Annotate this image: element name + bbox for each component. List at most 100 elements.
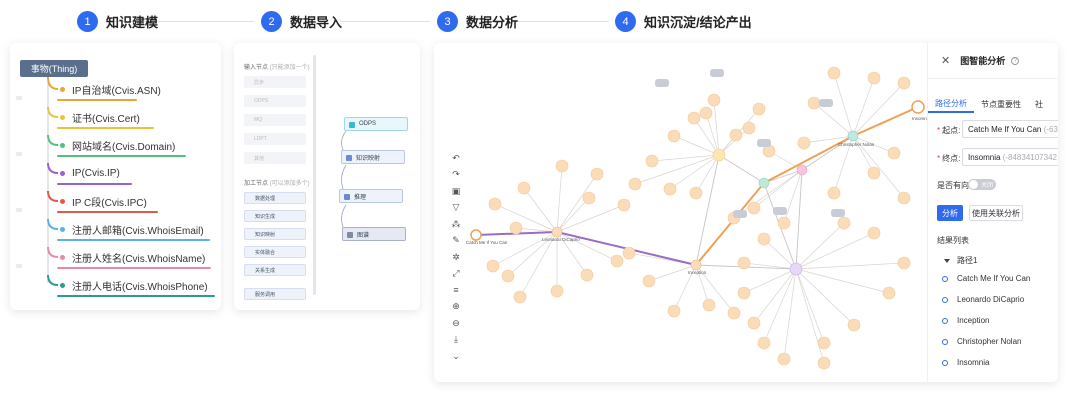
graph-edge [718, 154, 765, 184]
graph-node [667, 129, 681, 143]
graph-edge [833, 135, 854, 194]
graph-edge [795, 268, 825, 364]
step-4[interactable]: 4 知识沉淀/结论产出 [615, 11, 752, 32]
graph-node-catch [470, 229, 482, 241]
zoom-in-icon[interactable]: ⊕ [452, 301, 460, 311]
result-node-item[interactable]: Leonardo DiCaprio [942, 295, 1024, 304]
filter-icon[interactable]: ▽ [452, 202, 460, 212]
graph-node [501, 269, 515, 283]
graph-count-badge [773, 207, 787, 215]
input-node-odps[interactable]: ODPS [244, 95, 306, 107]
step-2[interactable]: 2 数据导入 [261, 11, 342, 32]
end-node-input[interactable]: Insomnia (-84834107342 [962, 148, 1058, 166]
step-connector [514, 21, 609, 22]
graph-edge [494, 203, 558, 233]
process-node-fuse[interactable]: 实体融合 [244, 246, 306, 258]
step-3[interactable]: 3 数据分析 [437, 11, 518, 32]
input-node-other[interactable]: 其他 [244, 152, 306, 164]
highlight-path-edge [695, 106, 919, 266]
analyze-button[interactable]: 分析 [937, 205, 963, 221]
tree-node[interactable]: IP C段(Cvis.IPC) [56, 190, 147, 212]
path-group[interactable]: 路径1 [944, 255, 977, 266]
input-node-ldpt[interactable]: LDPT [244, 133, 306, 145]
layout-icon[interactable]: ▣ [451, 185, 461, 196]
tree-node[interactable]: 注册人姓名(Cvis.WhoisName) [56, 246, 205, 268]
tree-node[interactable]: 证书(Cvis.Cert) [56, 106, 140, 128]
process-node-service[interactable]: 服务调用 [244, 288, 306, 300]
tree-node[interactable]: IP自治域(Cvis.ASN) [56, 78, 161, 100]
flow-node-odps[interactable]: ODPS [344, 117, 408, 131]
tree-root-node[interactable]: 事物(Thing) [20, 60, 88, 77]
tree-branch [47, 76, 59, 90]
graph-edge [813, 102, 854, 137]
process-node-rel[interactable]: 关系生成 [244, 264, 306, 276]
directed-toggle[interactable]: 关闭 [968, 179, 996, 190]
graph-node [727, 306, 741, 320]
graph-node [663, 182, 677, 196]
graph-node [757, 336, 771, 350]
flow-node-label: 图谱 [357, 232, 370, 239]
analysis-tabs: 路径分析 节点重要性 社 [928, 95, 1058, 113]
collapse-icon[interactable]: ⌄ [452, 350, 460, 361]
graph-node [517, 181, 531, 195]
zoom-out-icon[interactable]: ⊖ [452, 317, 460, 328]
result-node-item[interactable]: Insomnia [942, 358, 989, 367]
start-node-input[interactable]: Catch Me If You Can (-63 [962, 120, 1058, 138]
graph-edge [695, 154, 720, 194]
download-icon[interactable]: ⤓ [454, 334, 458, 344]
start-label: *起点: [937, 126, 961, 135]
process-node-gen[interactable]: 知识生成 [244, 210, 306, 222]
palette-divider[interactable] [313, 55, 316, 295]
result-node-item[interactable]: Catch Me If You Can [942, 274, 1030, 283]
expand-icon[interactable]: ⤢ [452, 268, 460, 278]
result-node-label: Christopher Nolan [957, 337, 1022, 346]
graph-edge [556, 204, 625, 233]
tab-path-analysis[interactable]: 路径分析 [928, 95, 974, 113]
result-node-item[interactable]: Inception [942, 316, 989, 325]
result-node-item[interactable]: Christopher Nolan [942, 337, 1021, 346]
graph-node [847, 318, 861, 332]
tree-node-label: 证书(Cvis.Cert) [72, 113, 140, 125]
close-icon[interactable]: ✕ [941, 55, 951, 67]
layers-icon[interactable]: ≡ [453, 285, 459, 295]
graph-node-inception [690, 259, 702, 271]
graph-node [617, 198, 631, 212]
graph-count-badge [733, 210, 747, 218]
graph-node [667, 304, 681, 318]
input-node-async[interactable]: 异步 [244, 76, 306, 88]
flow-node-mapping[interactable]: 知识映射 [341, 150, 405, 164]
help-icon[interactable]: ? [1011, 56, 1020, 65]
flow-node-graph[interactable]: 图谱 [342, 227, 406, 241]
tree-node[interactable]: 注册人电话(Cvis.WhoisPhone) [56, 274, 208, 296]
tab-community[interactable]: 社 [1035, 99, 1043, 109]
type-color-dot [60, 282, 65, 288]
caret-down-icon [944, 258, 950, 263]
graph-node [729, 128, 743, 142]
tab-node-importance[interactable]: 节点重要性 [981, 99, 1021, 109]
tree-node[interactable]: 注册人邮箱(Cvis.WhoisEmail) [56, 218, 204, 240]
flow-node-inference[interactable]: 推理 [339, 189, 403, 203]
step-1[interactable]: 1 知识建模 [77, 11, 158, 32]
graph-edge [556, 231, 588, 276]
process-node-data[interactable]: 数据处理 [244, 192, 306, 204]
result-node-label: Inception [957, 316, 990, 325]
focus-icon[interactable]: ✲ [452, 251, 460, 262]
tree-node-underline [57, 295, 215, 297]
graph-node [837, 216, 851, 230]
process-node-map[interactable]: 知识映射 [244, 228, 306, 240]
redo-icon[interactable]: ↷ [452, 169, 460, 179]
input-node-mq[interactable]: MQ [244, 114, 306, 126]
result-node-label: Catch Me If You Can [957, 274, 1031, 283]
tree-node[interactable]: 网站域名(Cvis.Domain) [56, 134, 175, 156]
tree-node[interactable]: IP(Cvis.IP) [56, 162, 120, 184]
edit-icon[interactable]: ✎ [452, 235, 460, 245]
undo-icon[interactable]: ↶ [452, 152, 460, 163]
graph-edge [713, 99, 720, 156]
group-icon[interactable]: ⁂ [451, 218, 461, 229]
related-analysis-button[interactable]: 使用关联分析 [969, 205, 1023, 221]
graph-node [777, 216, 791, 230]
graph-edge [852, 135, 875, 174]
graph-edge [556, 173, 598, 233]
graph-node [622, 246, 636, 260]
